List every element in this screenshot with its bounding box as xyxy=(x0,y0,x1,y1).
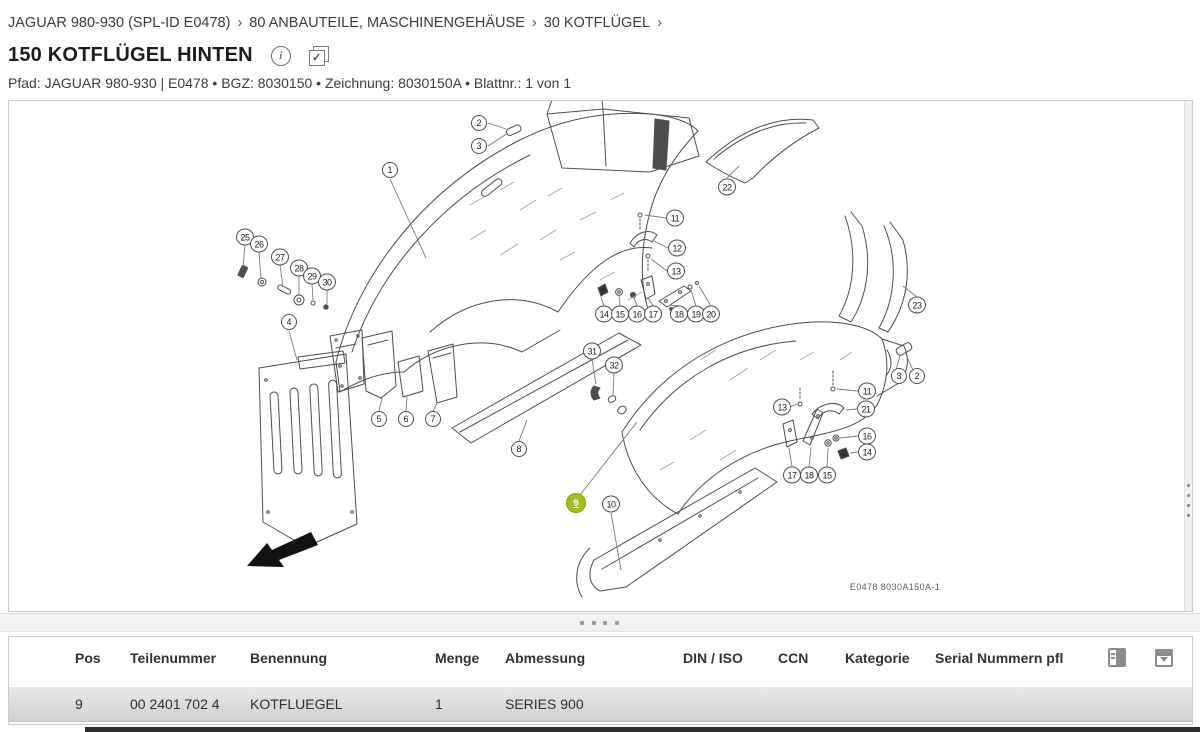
callout-18[interactable]: 18 xyxy=(800,466,818,484)
breadcrumb-separator: › xyxy=(657,15,662,31)
callout-17[interactable]: 17 xyxy=(783,466,801,484)
column-header[interactable]: Abmessung xyxy=(505,650,586,666)
column-header[interactable]: CCN xyxy=(778,650,809,666)
callout-22[interactable]: 22 xyxy=(718,178,736,196)
path-line: Pfad: JAGUAR 980-930 | E0478 • BGZ: 8030… xyxy=(8,75,572,91)
callout-27[interactable]: 27 xyxy=(271,248,289,266)
breadcrumb-item[interactable]: 80 ANBAUTEILE, MASCHINENGEHÄUSE xyxy=(249,15,525,31)
page-title: 150 KOTFLÜGEL HINTEN xyxy=(8,44,253,66)
callout-8[interactable]: 8 xyxy=(511,441,527,457)
callout-17[interactable]: 17 xyxy=(644,305,662,323)
callout-12[interactable]: 12 xyxy=(668,239,686,257)
callout-11[interactable]: 11 xyxy=(666,209,684,227)
callout-1[interactable]: 1 xyxy=(382,162,398,178)
callout-30[interactable]: 30 xyxy=(318,273,336,291)
table-cell: 00 2401 702 4 xyxy=(130,696,220,712)
callout-3[interactable]: 3 xyxy=(471,138,487,154)
table-cell: SERIES 900 xyxy=(505,696,584,712)
table-cell: KOTFLUEGEL xyxy=(250,696,343,712)
callout-7[interactable]: 7 xyxy=(425,411,441,427)
column-header[interactable]: Serial Nummern pfl xyxy=(935,650,1064,666)
callout-32[interactable]: 32 xyxy=(605,356,623,374)
table-cell: 1 xyxy=(435,696,443,712)
callout-10[interactable]: 10 xyxy=(602,495,620,513)
select-sheet-icon[interactable]: ✓ xyxy=(308,45,329,66)
callout-19[interactable]: 19 xyxy=(687,305,705,323)
callout-20[interactable]: 20 xyxy=(702,305,720,323)
callout-2[interactable]: 2 xyxy=(471,115,487,131)
callout-25[interactable]: 25 xyxy=(236,228,254,246)
exploded-drawing xyxy=(237,101,918,598)
collapse-table-icon[interactable] xyxy=(1155,649,1173,667)
callout-26[interactable]: 26 xyxy=(250,235,268,253)
callout-31[interactable]: 31 xyxy=(583,342,601,360)
column-header[interactable]: Menge xyxy=(435,650,480,666)
breadcrumb-separator: › xyxy=(237,15,243,31)
callout-16[interactable]: 16 xyxy=(858,427,876,445)
callout-11[interactable]: 11 xyxy=(858,382,876,400)
callout-2[interactable]: 2 xyxy=(909,368,925,384)
breadcrumb-item[interactable]: JAGUAR 980-930 (SPL-ID E0478) xyxy=(8,15,231,31)
callout-15[interactable]: 15 xyxy=(818,466,836,484)
vertical-splitter[interactable] xyxy=(1184,101,1192,611)
callout-5[interactable]: 5 xyxy=(371,411,387,427)
callout-21[interactable]: 21 xyxy=(857,400,875,418)
breadcrumb-separator: › xyxy=(531,15,537,31)
breadcrumb-item[interactable]: 30 KOTFLÜGEL xyxy=(543,15,651,31)
parts-table: Pos Teilenummer Benennung Menge Abmessung DIN… xyxy=(8,636,1193,725)
column-header[interactable]: Benennung xyxy=(250,650,327,666)
callout-4[interactable]: 4 xyxy=(281,314,297,330)
bottom-panel-edge xyxy=(85,727,1200,732)
callout-3[interactable]: 3 xyxy=(891,368,907,384)
callout-15[interactable]: 15 xyxy=(611,305,629,323)
drawing-code: E0478 8030A150A-1 xyxy=(849,582,941,592)
callout-14[interactable]: 14 xyxy=(858,443,876,461)
column-header[interactable]: DIN / ISO xyxy=(683,650,743,666)
column-header[interactable]: Pos xyxy=(75,650,101,666)
column-header[interactable]: Teilenummer xyxy=(130,650,217,666)
title-row: 150 KOTFLÜGEL HINTEN i ✓ xyxy=(8,44,329,67)
info-icon[interactable]: i xyxy=(270,45,291,66)
callout-23[interactable]: 23 xyxy=(908,296,926,314)
column-header[interactable]: Kategorie xyxy=(845,650,910,666)
callout-13[interactable]: 13 xyxy=(773,398,791,416)
callout-13[interactable]: 13 xyxy=(667,262,685,280)
callout-18[interactable]: 18 xyxy=(670,305,688,323)
table-cell: 9 xyxy=(75,696,83,712)
callout-6[interactable]: 6 xyxy=(398,411,414,427)
callout-9[interactable]: 9 xyxy=(566,493,586,513)
horizontal-splitter[interactable] xyxy=(0,613,1200,632)
column-settings-icon[interactable] xyxy=(1108,648,1126,667)
direction-arrow xyxy=(247,532,318,567)
breadcrumb: JAGUAR 980-930 (SPL-ID E0478) › 80 ANBAUTE… xyxy=(8,15,669,31)
